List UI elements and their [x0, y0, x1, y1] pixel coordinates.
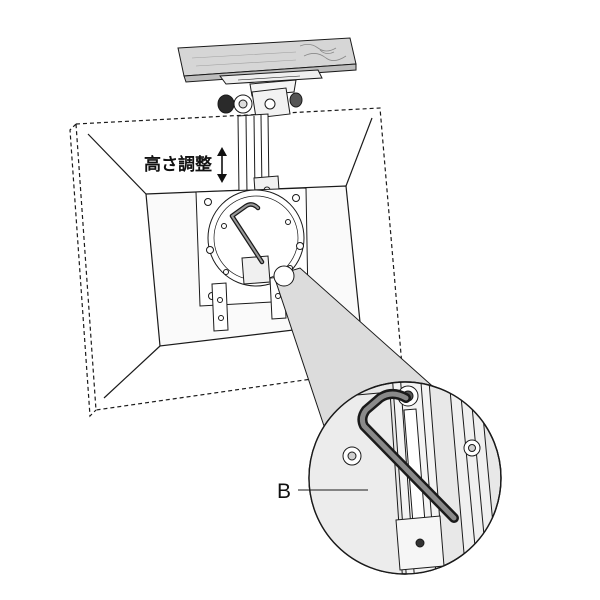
vesa-hole	[217, 297, 223, 303]
shelf-grain	[299, 44, 347, 61]
ceiling-plate	[219, 69, 323, 85]
ceiling-shelf	[177, 37, 357, 97]
vesa-hole	[218, 315, 224, 321]
height-arrow-down-icon	[217, 174, 227, 183]
tilt-bolt	[264, 98, 276, 110]
zoom-detail	[308, 381, 502, 575]
tilt-knob-left-icon	[217, 94, 235, 114]
tilt-knob-right-icon	[289, 92, 303, 108]
callout-b-label: B	[277, 480, 291, 503]
monitor-bevel-line	[345, 117, 373, 187]
zoom-source-ring	[273, 265, 295, 287]
shelf-grain	[191, 51, 297, 67]
zoom-circle-outline	[308, 381, 502, 575]
vesa-hole	[223, 269, 229, 275]
callout-b: B	[277, 480, 368, 503]
hex-key-large-highlight	[359, 391, 457, 521]
vesa-hole	[206, 246, 214, 254]
zoom-bolt-inner	[415, 538, 425, 548]
vesa-hole	[204, 198, 212, 206]
vesa-hole	[221, 223, 227, 229]
zoom-plate	[309, 391, 405, 574]
vesa-lower-bar	[211, 282, 229, 332]
height-arrow-up-icon	[217, 147, 227, 156]
monitor-bevel-line	[103, 345, 161, 399]
vesa-hole	[296, 242, 304, 250]
zoom-bolt-inner	[347, 451, 357, 461]
tilt-joint	[217, 87, 303, 119]
vesa-hole	[285, 219, 291, 225]
hex-key-small-highlight	[231, 203, 263, 263]
vesa-hole	[292, 194, 300, 202]
tilt-washer-left-inner	[238, 99, 248, 109]
height-adjust-indicator: 高さ調整	[144, 147, 227, 183]
arm-bottom-clamp	[241, 255, 271, 285]
zoom-bolt-inner	[468, 444, 476, 452]
ceiling-plate-rib	[237, 75, 301, 81]
height-adjustment-label: 高さ調整	[144, 154, 212, 175]
monitor-bevel-line	[87, 133, 147, 195]
